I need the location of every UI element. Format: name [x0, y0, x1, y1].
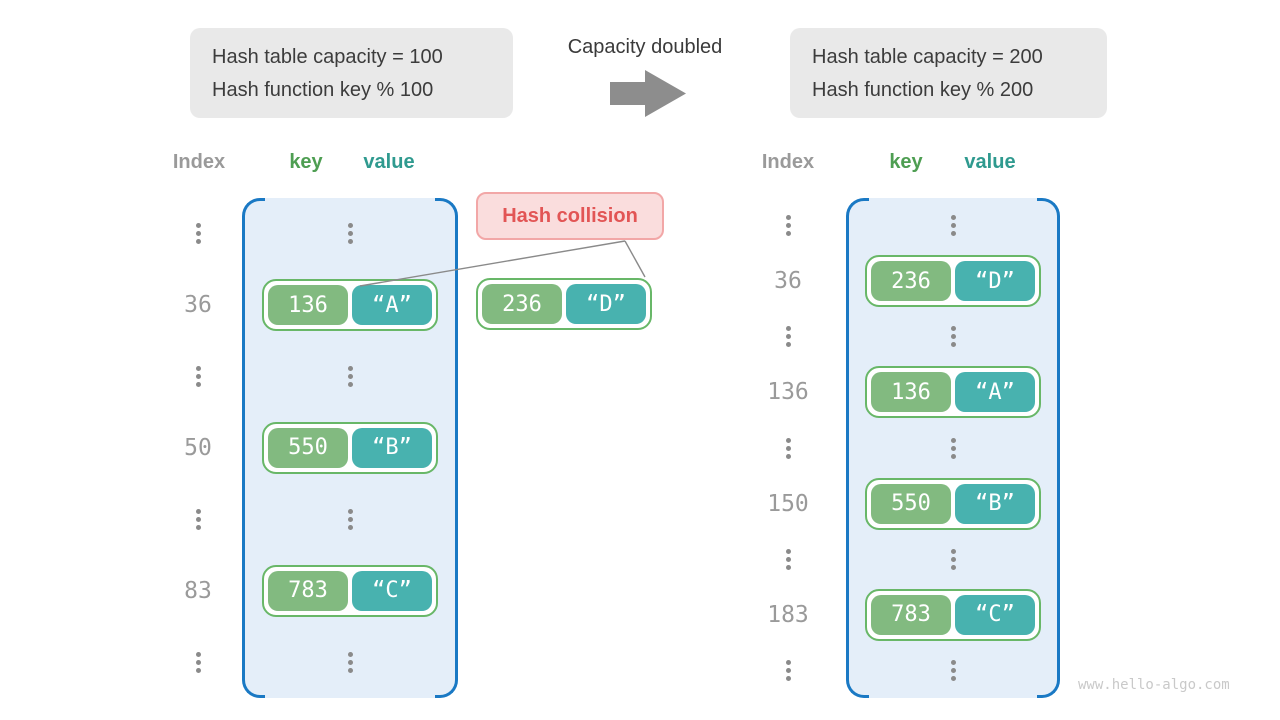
ellipsis-dots	[756, 531, 820, 587]
value-pill: “A”	[352, 285, 432, 326]
bucket-row: 783 “C”	[242, 555, 458, 626]
ellipsis-dots	[242, 484, 458, 555]
ellipsis-dots	[756, 309, 820, 365]
key-pill: 550	[268, 427, 348, 468]
left-index-column: 36 50 83	[166, 198, 230, 698]
capacity-info-before: Hash table capacity = 100 Hash function …	[190, 28, 513, 118]
site-watermark: www.hello-algo.com	[1078, 677, 1230, 693]
ellipsis-dots	[756, 198, 820, 254]
right-value-header: value	[964, 151, 1016, 173]
value-pill: “D”	[566, 284, 646, 324]
kv-pair: 236 “D”	[476, 278, 652, 330]
ellipsis-dots	[242, 627, 458, 698]
key-pill: 136	[871, 372, 951, 413]
colliding-pair: 236 “D”	[476, 278, 652, 330]
left-key-header: key	[289, 151, 323, 173]
capacity-line: Hash table capacity = 200	[812, 46, 1043, 68]
hash-function-line: Hash function key % 200	[812, 79, 1034, 101]
bucket-row: 136 “A”	[846, 365, 1060, 421]
value-pill: “B”	[352, 427, 432, 468]
value-pill: “D”	[955, 261, 1035, 302]
right-arrow-icon	[610, 70, 686, 117]
index-label: 36	[184, 292, 212, 319]
index-label: 183	[767, 601, 809, 628]
hash-collision-badge: Hash collision	[476, 192, 664, 240]
index-label: 150	[767, 490, 809, 517]
ellipsis-dots	[166, 627, 230, 698]
index-label: 50	[184, 434, 212, 461]
left-bucket-array: 136 “A” 550 “B” 783 “C”	[242, 198, 458, 698]
key-pill: 236	[871, 261, 951, 302]
right-bucket-array: 236 “D” 136 “A” 550 “B” 783 “C”	[846, 198, 1060, 698]
bucket-row: 550 “B”	[846, 476, 1060, 532]
ellipsis-dots	[846, 309, 1060, 365]
ellipsis-dots	[166, 341, 230, 412]
right-index-header: Index	[761, 151, 815, 173]
ellipsis-dots	[846, 531, 1060, 587]
capacity-line: Hash table capacity = 100	[212, 46, 443, 68]
kv-pair: 783 “C”	[262, 564, 438, 617]
value-pill: “C”	[955, 594, 1035, 635]
bucket-row: 550 “B”	[242, 412, 458, 483]
bucket-row: 136 “A”	[242, 269, 458, 340]
hash-function-line: Hash function key % 100	[212, 79, 434, 101]
ellipsis-dots	[242, 341, 458, 412]
left-index-header: Index	[172, 151, 226, 173]
ellipsis-dots	[166, 484, 230, 555]
key-pill: 236	[482, 284, 562, 324]
index-label: 136	[767, 379, 809, 406]
bucket-row: 236 “D”	[846, 254, 1060, 310]
capacity-info-after: Hash table capacity = 200 Hash function …	[790, 28, 1107, 118]
kv-pair: 136 “A”	[262, 279, 438, 332]
value-pill: “A”	[955, 372, 1035, 413]
key-pill: 783	[871, 594, 951, 635]
index-label: 83	[184, 577, 212, 604]
ellipsis-dots	[756, 420, 820, 476]
left-value-header: value	[363, 151, 415, 173]
index-label: 36	[774, 268, 802, 295]
right-index-column: 36 136 150 183	[756, 198, 820, 698]
kv-pair: 550 “B”	[865, 477, 1041, 530]
ellipsis-dots	[242, 198, 458, 269]
bucket-row: 783 “C”	[846, 587, 1060, 643]
kv-pair: 783 “C”	[865, 588, 1041, 641]
kv-pair: 136 “A”	[865, 366, 1041, 419]
value-pill: “C”	[352, 570, 432, 611]
kv-pair: 236 “D”	[865, 255, 1041, 308]
kv-pair: 550 “B”	[262, 421, 438, 474]
key-pill: 550	[871, 483, 951, 524]
key-pill: 136	[268, 285, 348, 326]
ellipsis-dots	[756, 643, 820, 699]
ellipsis-dots	[166, 198, 230, 269]
value-pill: “B”	[955, 483, 1035, 524]
ellipsis-dots	[846, 198, 1060, 254]
transition-label: Capacity doubled	[567, 36, 723, 58]
ellipsis-dots	[846, 420, 1060, 476]
key-pill: 783	[268, 570, 348, 611]
ellipsis-dots	[846, 643, 1060, 699]
right-key-header: key	[889, 151, 923, 173]
